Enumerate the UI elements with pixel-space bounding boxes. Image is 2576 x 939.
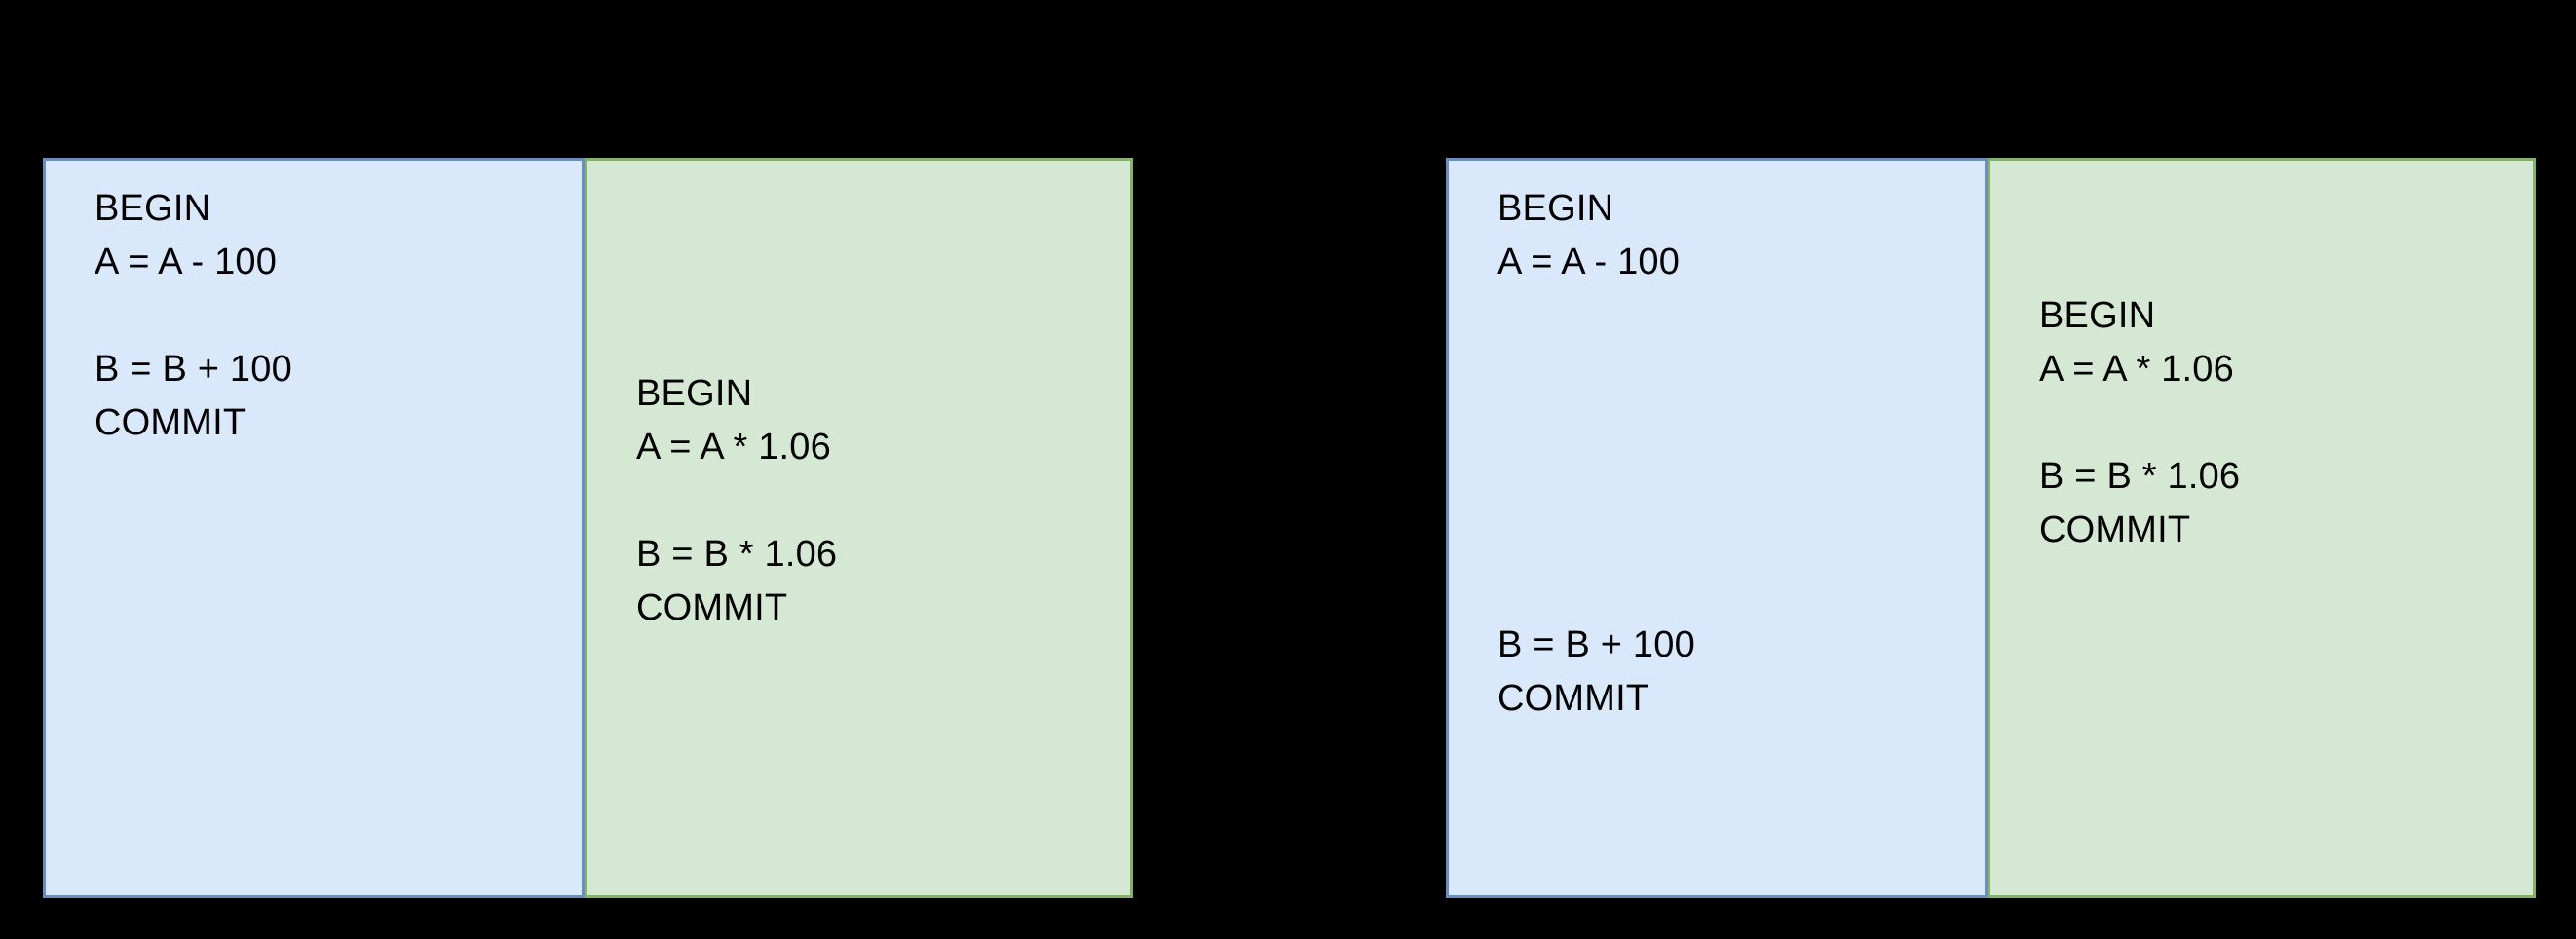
schedule-2-transaction-2-box[interactable]: BEGIN A = A * 1.06 B = B * 1.06 COMMIT xyxy=(1988,158,2536,898)
schedule-2: BEGIN A = A - 100 B = B + 100 COMMIT BEG… xyxy=(1446,158,2536,898)
schedule-2-transaction-2-statements: BEGIN A = A * 1.06 B = B * 1.06 COMMIT xyxy=(2039,295,2241,550)
schedule-1-transaction-1-box[interactable]: BEGIN A = A - 100 B = B + 100 COMMIT xyxy=(43,158,585,898)
schedule-2-transaction-1-box[interactable]: BEGIN A = A - 100 B = B + 100 COMMIT xyxy=(1446,158,1988,898)
schedule-1-transaction-1-statements: BEGIN A = A - 100 B = B + 100 COMMIT xyxy=(95,188,292,443)
schedule-2-transaction-1-statements-bottom: B = B + 100 COMMIT xyxy=(1497,624,1695,719)
schedule-2-transaction-1-statements-top: BEGIN A = A - 100 xyxy=(1497,188,1681,282)
schedule-1-transaction-2-statements: BEGIN A = A * 1.06 B = B * 1.06 COMMIT xyxy=(636,373,838,628)
schedule-1: BEGIN A = A - 100 B = B + 100 COMMIT BEG… xyxy=(43,158,1133,898)
schedule-1-transaction-2-box[interactable]: BEGIN A = A * 1.06 B = B * 1.06 COMMIT xyxy=(585,158,1133,898)
